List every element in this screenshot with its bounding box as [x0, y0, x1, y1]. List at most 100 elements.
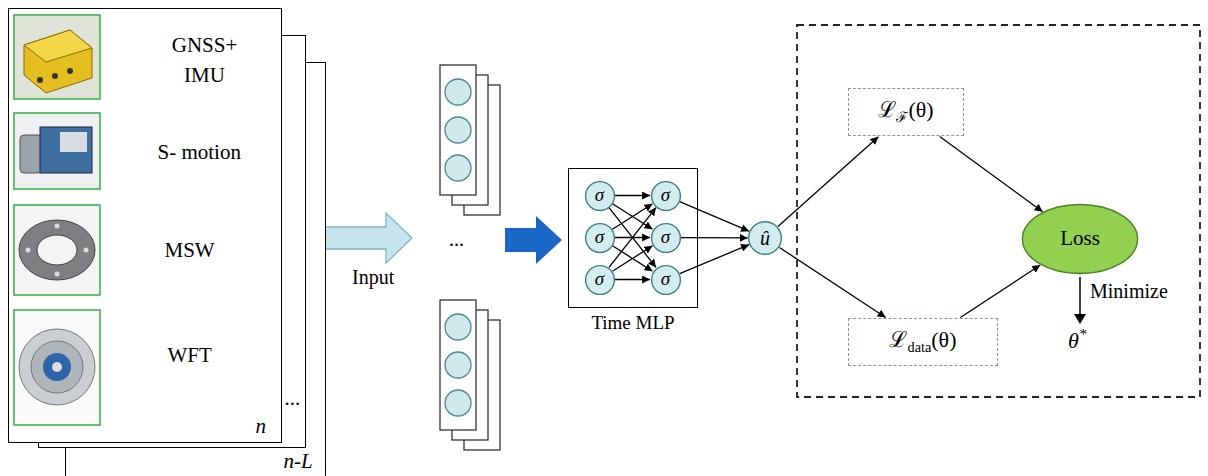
text-part: * [1079, 325, 1087, 342]
bolt [54, 223, 59, 228]
feature-circle [445, 155, 471, 181]
neuron-circle: σ [651, 223, 681, 253]
loss-ellipse: Loss [1020, 203, 1140, 275]
sensor-name: GNSS+ IMU [165, 30, 245, 90]
device-body [24, 30, 92, 93]
output-circle [749, 222, 782, 255]
term-text: ℒℱ(θ) [878, 98, 933, 126]
stack-card [440, 300, 476, 430]
flow-arrow [505, 216, 562, 264]
input-label: Input [352, 266, 394, 289]
device-body [40, 127, 92, 173]
ellipsis-mark: ... [285, 386, 301, 411]
connector-arrow [960, 265, 1040, 317]
neuron-circle: σ [585, 223, 615, 253]
node-text: σ [595, 227, 604, 248]
connector [52, 73, 58, 79]
sensor-photos [8, 8, 282, 443]
feature-stack [440, 300, 500, 450]
mlp-box: σσσσσσTime MLP [568, 168, 698, 308]
feature-circle [445, 352, 471, 378]
connector-arrow [612, 246, 652, 271]
photo-frame [14, 113, 100, 189]
connector [67, 68, 73, 74]
bolt [25, 247, 30, 252]
wft-photo [14, 310, 100, 425]
device-hole [37, 235, 77, 265]
node-text: σ [595, 269, 604, 290]
bolt [54, 271, 59, 276]
node-text: û [760, 227, 770, 249]
connector-arrow [778, 137, 878, 227]
connector-arrow [940, 137, 1043, 212]
neuron-circle [651, 223, 680, 252]
device-disc [19, 329, 95, 405]
minimize-label: Minimize [1090, 280, 1168, 303]
neuron-circle [651, 181, 680, 210]
connector [37, 77, 43, 83]
neuron-circle: σ [585, 181, 615, 211]
connector-arrow [680, 245, 749, 274]
neuron-circle [585, 265, 614, 294]
output-circle: û [748, 221, 782, 255]
photo-frame [14, 15, 100, 99]
text-part: ℒ [878, 97, 896, 122]
frame-index: n-L [284, 449, 313, 474]
device-center [52, 362, 62, 372]
block-title: Time MLP [569, 312, 697, 334]
node-text: σ [595, 185, 604, 206]
loss-ellipse [1022, 204, 1137, 273]
photo-frame [14, 310, 100, 425]
device-lens [20, 135, 42, 173]
loss-term-box: ℒdata(θ) [848, 318, 998, 366]
text-part: data [907, 339, 931, 355]
loss-term-box: ℒℱ(θ) [848, 88, 964, 136]
bolt [83, 247, 88, 252]
connector-arrow [681, 237, 748, 239]
optimum-label: θ* [1068, 325, 1087, 354]
connector-arrow [779, 248, 885, 318]
loss-region [797, 25, 1200, 397]
feature-circle [445, 390, 471, 416]
connector-arrow [612, 246, 652, 271]
device-face [60, 132, 87, 152]
sensor-name: S- motion [158, 140, 241, 165]
text-part: θ [1068, 328, 1079, 353]
connector-arrow [612, 204, 652, 229]
node-text: σ [661, 227, 670, 248]
feature-circle [445, 314, 471, 340]
feature-stack [440, 65, 500, 215]
term-text: ℒdata(θ) [889, 328, 956, 356]
minimize-arrow [1079, 277, 1081, 315]
text-part: (θ) [931, 327, 956, 352]
connector-arrow [680, 202, 749, 232]
connector-arrow [612, 204, 652, 229]
stack-card [440, 65, 476, 195]
connector-arrow [615, 195, 650, 196]
connector-arrow [615, 279, 650, 280]
text-part: (θ) [908, 97, 933, 122]
frame-index: n [256, 414, 267, 439]
neuron-circle: σ [651, 265, 681, 295]
node-text: σ [661, 269, 670, 290]
neuron-circle [585, 181, 614, 210]
ellipsis-mark: ... [449, 228, 464, 251]
sensor-name: WFT [168, 343, 212, 368]
neuron-circle: σ [585, 265, 615, 295]
sensor-name: MSW [165, 238, 215, 263]
node-text: Loss [1060, 227, 1100, 250]
sensor-panel: GNSS+ IMU S- motionMSW WFT n [8, 8, 282, 443]
s-motion-photo [14, 113, 100, 189]
feature-circle [445, 117, 471, 143]
text-part: ℒ [889, 327, 907, 352]
neuron-circle: σ [651, 181, 681, 211]
msw-photo [14, 205, 100, 295]
device-top [24, 30, 92, 62]
device-ring [31, 341, 83, 393]
arrow-head [1074, 314, 1086, 324]
device-hub [43, 353, 71, 381]
neuron-circle [585, 223, 614, 252]
node-text: σ [661, 185, 670, 206]
text-part: ℱ [896, 109, 908, 125]
